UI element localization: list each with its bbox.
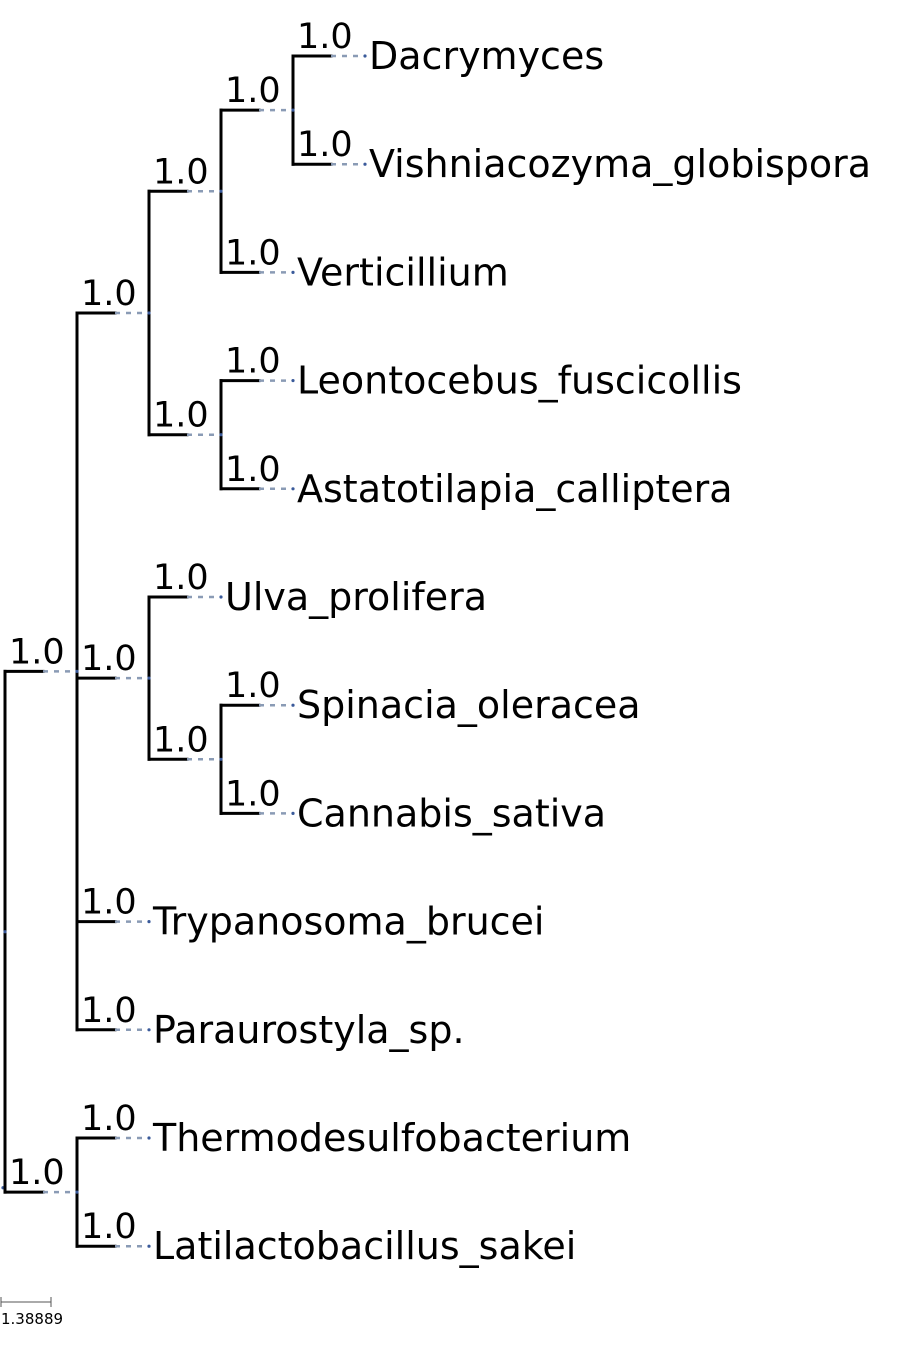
leaf-label: Thermodesulfobacterium: [152, 1116, 631, 1160]
support-value: 1.0: [153, 558, 209, 598]
internal-node: [219, 757, 223, 761]
support-value: 1.0: [225, 774, 281, 814]
internal-node: [147, 676, 151, 680]
support-value: 1.0: [153, 152, 209, 192]
leaf-node: [291, 379, 295, 383]
leaf-label: Trypanosoma_brucei: [152, 900, 545, 944]
leaf-label: Leontocebus_fuscicollis: [297, 359, 742, 403]
leaf-label: Vishniacozyma_globispora: [369, 142, 871, 186]
support-value: 1.0: [153, 720, 209, 760]
internal-node: [219, 433, 223, 437]
scale-bar: 1.38889: [0, 1297, 63, 1328]
leaf-node: [291, 487, 295, 491]
support-value: 1.0: [9, 632, 65, 672]
leaf-node: [363, 162, 367, 166]
leaf-label: Spinacia_oleracea: [297, 683, 641, 727]
internal-node: [3, 930, 7, 934]
support-value: 1.0: [9, 1153, 65, 1193]
leaf-node: [291, 811, 295, 816]
support-value: 1.0: [297, 125, 353, 165]
support-value: 1.0: [225, 342, 281, 382]
support-value: 1.0: [225, 450, 281, 490]
leaf-label: Verticillium: [297, 250, 509, 294]
support-value: 1.0: [297, 17, 353, 57]
support-value: 1.0: [81, 1099, 137, 1139]
leaf-node: [147, 1244, 151, 1248]
leaf-label: Cannabis_sativa: [297, 791, 606, 835]
leaf-node: [291, 270, 295, 274]
support-value: 1.0: [81, 883, 137, 923]
support-value: 1.0: [81, 274, 137, 314]
support-value: 1.0: [81, 639, 137, 679]
leaf-node: [147, 1136, 151, 1140]
scale-bar-label: 1.38889: [1, 1310, 63, 1328]
leaf-label: Dacrymyces: [369, 34, 604, 78]
leaf-node: [363, 54, 367, 58]
leaf-label: Ulva_prolifera: [225, 575, 487, 619]
leaf-label: Paraurostyla_sp.: [153, 1008, 465, 1052]
internal-node: [75, 1190, 79, 1194]
internal-node: [219, 189, 223, 193]
support-value: 1.0: [81, 991, 137, 1031]
leaf-label: Astatotilapia_calliptera: [297, 467, 733, 511]
internal-node: [147, 311, 151, 315]
leaf-node: [147, 1028, 151, 1032]
support-value: 1.0: [81, 1207, 137, 1247]
leaf-node: [291, 703, 295, 707]
leaf-node: [219, 595, 223, 599]
leaf-label: Latilactobacillus_sakei: [153, 1224, 576, 1268]
support-value: 1.0: [225, 666, 281, 706]
leaf-node: [147, 920, 151, 924]
internal-node: [75, 669, 79, 673]
support-value: 1.0: [225, 71, 281, 111]
support-value: 1.0: [225, 233, 281, 273]
internal-node: [291, 108, 295, 112]
support-value: 1.0: [153, 396, 209, 436]
